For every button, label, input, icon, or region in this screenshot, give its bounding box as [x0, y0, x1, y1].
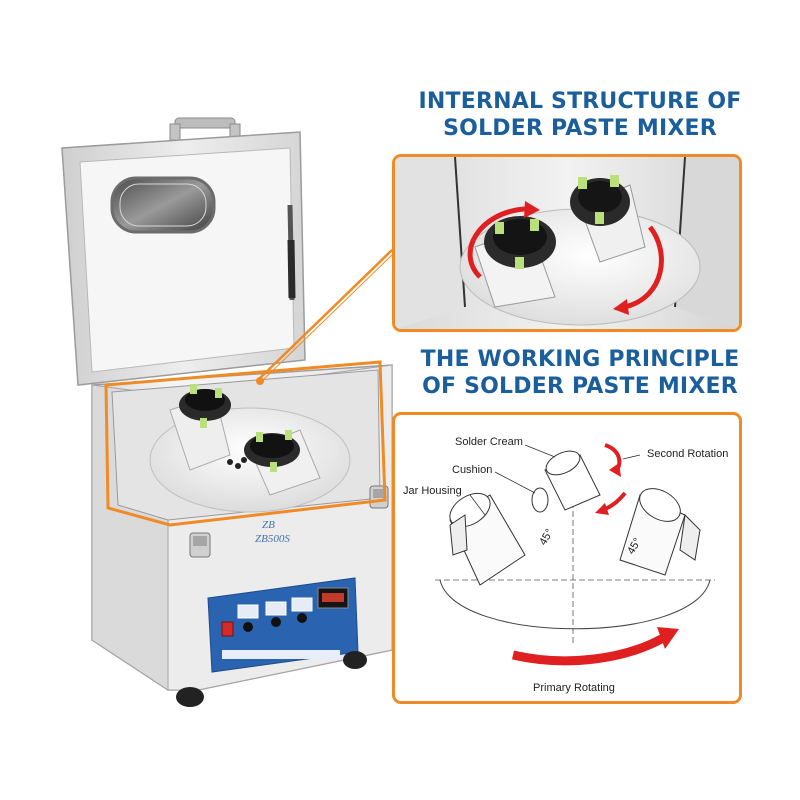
model-text: ZB500S [255, 533, 290, 545]
logo-text: ZB [262, 519, 275, 531]
primary-rotation-arrow [511, 633, 668, 666]
working-principle-heading: THE WORKING PRINCIPLE OF SOLDER PASTE MI… [380, 346, 780, 400]
working-principle-diagram: Solder Cream Cushion Jar Housing Second … [403, 436, 728, 694]
control-panel [207, 577, 359, 673]
label-cushion: Cushion [452, 464, 492, 476]
heading-line-2: SOLDER PASTE MIXER [443, 116, 717, 141]
solder-cream-jar [544, 450, 601, 511]
cushion [531, 487, 549, 513]
lid-handle [169, 117, 241, 141]
machine-body: ZB ZB500S [91, 364, 393, 707]
heading-line-1: THE WORKING PRINCIPLE [420, 347, 740, 372]
heading-line-1: INTERNAL STRUCTURE OF [418, 89, 742, 114]
label-primary-rotating: Primary Rotating [533, 682, 615, 694]
internal-structure-callout [392, 154, 742, 332]
jar-holder-right [244, 429, 321, 496]
open-lid [61, 131, 306, 386]
rotation-arrow-right [624, 225, 664, 310]
interior-highlight-frame [104, 360, 387, 527]
rotation-arrow-left [467, 206, 526, 279]
label-jar-housing: Jar Housing [403, 485, 462, 497]
label-angle-left: 45° [537, 527, 556, 547]
label-second-rotation: Second Rotation [647, 448, 728, 460]
observation-window [110, 176, 216, 234]
callout-connector-upper [257, 249, 393, 381]
internal-structure-heading: INTERNAL STRUCTURE OF SOLDER PASTE MIXER [380, 88, 780, 142]
callout-connector-lower [259, 254, 393, 384]
jar-housing-left [449, 492, 526, 586]
internal-structure-photo [395, 157, 739, 329]
working-principle-callout: Solder Cream Cushion Jar Housing Second … [392, 412, 742, 704]
brand-logo: ZB ZB500S [255, 519, 290, 545]
label-solder-cream: Solder Cream [455, 436, 523, 448]
left-latch [189, 532, 211, 558]
jar-holder-left [169, 384, 231, 471]
heading-line-2: OF SOLDER PASTE MIXER [422, 374, 738, 399]
jar-housing-right [619, 488, 701, 576]
